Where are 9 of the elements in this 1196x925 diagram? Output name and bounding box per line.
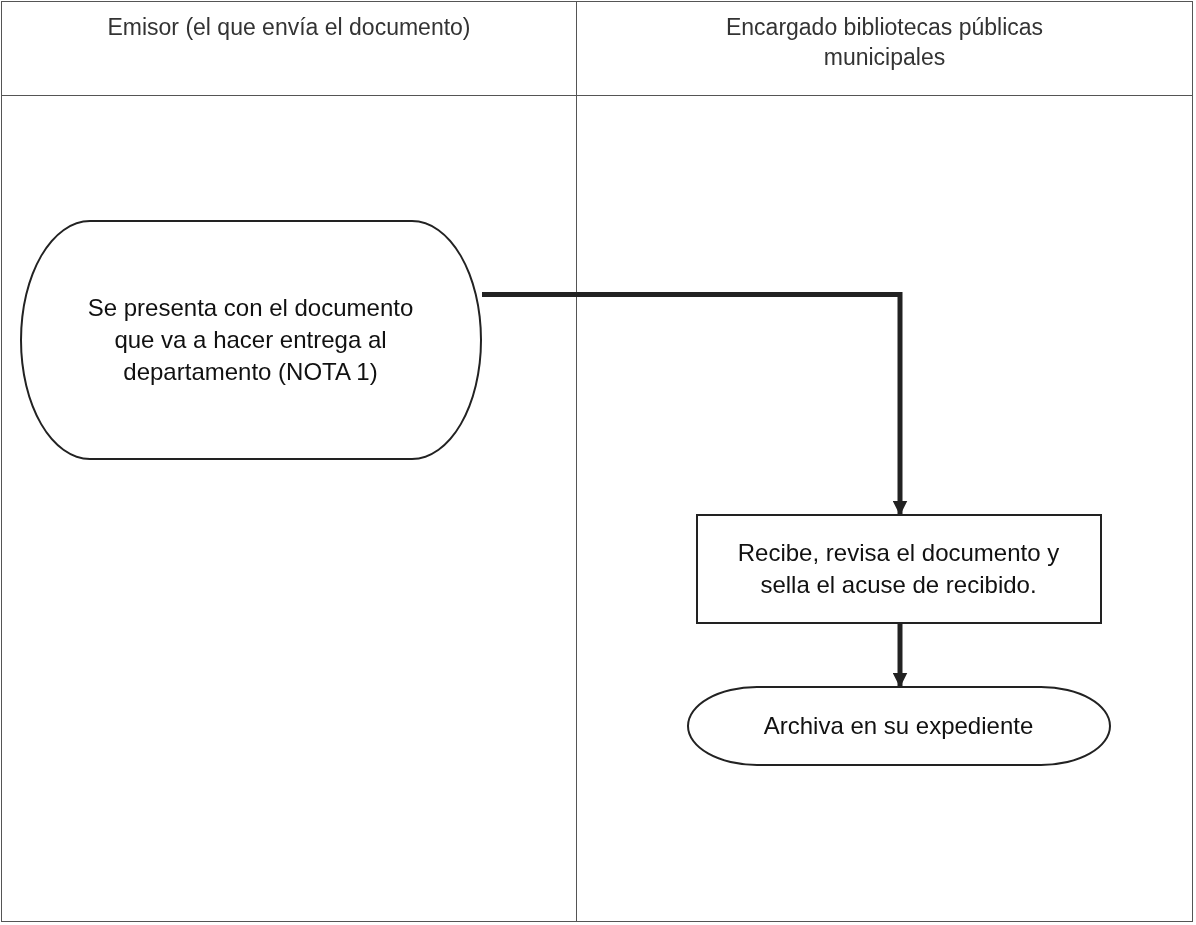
lane-heading: Emisor (el que envía el documento): [107, 13, 471, 42]
lane-heading: Encargado bibliotecas públicas municipales: [724, 13, 1045, 72]
arrow: [482, 291, 908, 516]
arrow: [892, 624, 908, 688]
swimlane: [1, 1, 577, 922]
terminal-shape: Se presenta con el documento que va a hacer entrega al departamento (NOTA 1): [19, 219, 482, 460]
process-box: Recibe, revisa el documento y sella el acuse de recibido.: [695, 513, 1102, 624]
swimlane: [577, 1, 1193, 922]
terminal-shape: Archiva en su expediente: [686, 685, 1111, 766]
